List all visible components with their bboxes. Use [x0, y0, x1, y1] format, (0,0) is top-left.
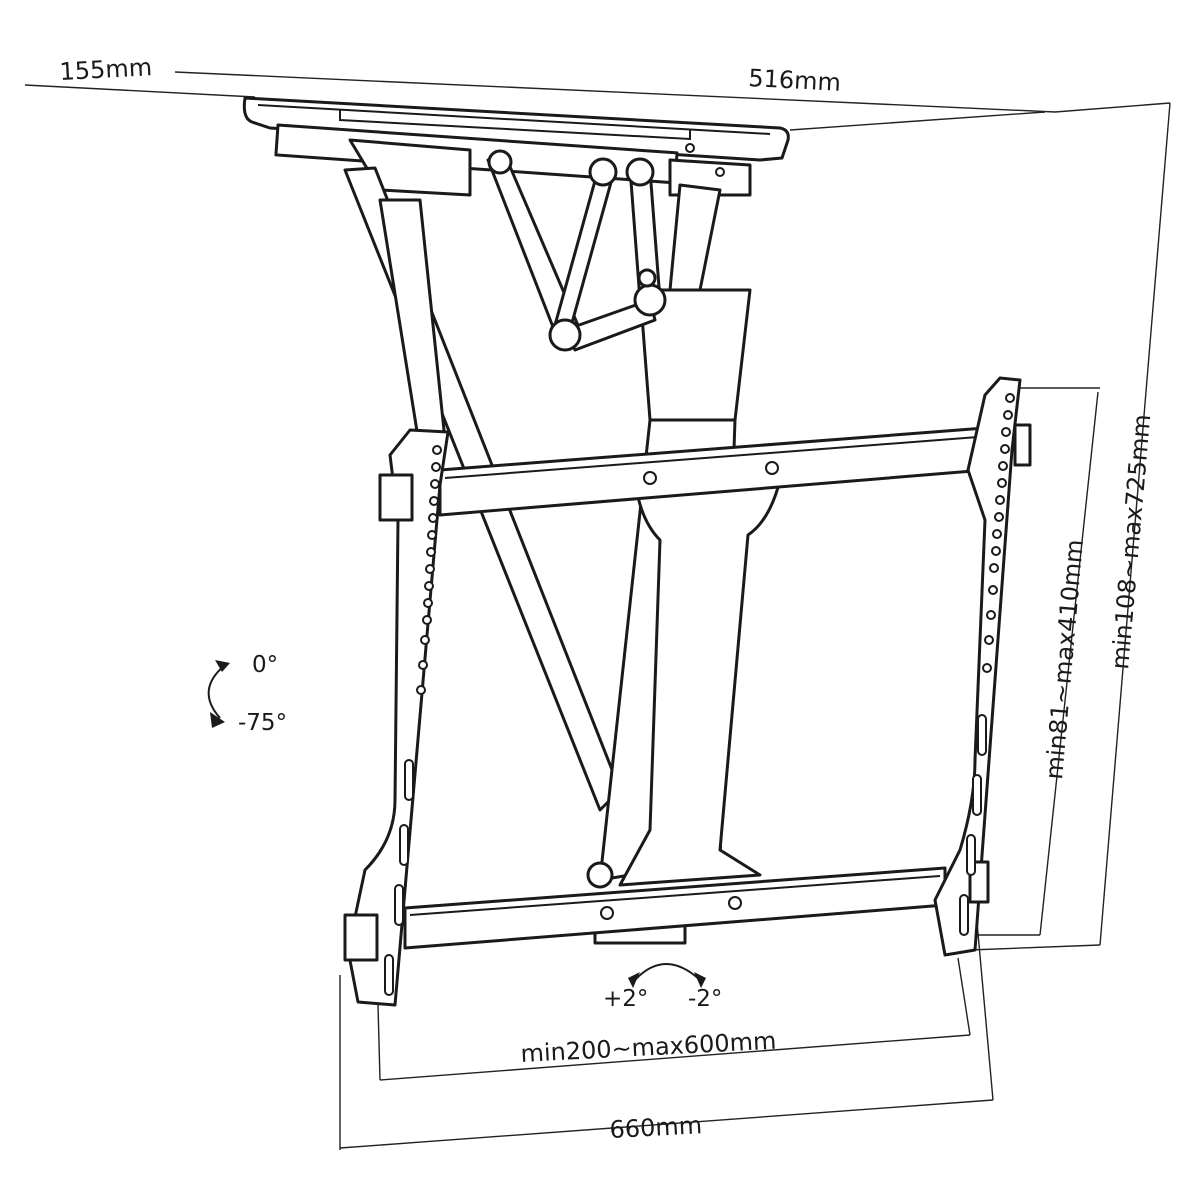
vesa-vertical-label: min81~max410mm: [1040, 538, 1089, 780]
dimension-lines: [24, 71, 1171, 1150]
level-rotation-arrow: [628, 963, 706, 988]
level-minus-label: -2°: [688, 986, 722, 1012]
tilt-rotation-arrow: [207, 660, 230, 728]
height-range-label: min108~max725mm: [1106, 413, 1156, 670]
ceiling-plate: [242, 96, 790, 197]
overall-width-label: 660mm: [609, 1111, 703, 1144]
vesa-horizontal-label: min200~max600mm: [520, 1027, 777, 1068]
right-vesa-bracket: [933, 376, 1032, 957]
depth-dimension-label: 155mm: [59, 53, 153, 86]
tilt-bottom-label: -75°: [238, 710, 287, 736]
center-adapter-plate: [593, 478, 782, 945]
horizontal-rails: [403, 426, 987, 950]
tilt-top-label: 0°: [252, 652, 278, 678]
left-vesa-bracket: [343, 428, 450, 1007]
level-plus-label: +2°: [603, 986, 648, 1012]
plate-width-label: 516mm: [748, 64, 842, 97]
